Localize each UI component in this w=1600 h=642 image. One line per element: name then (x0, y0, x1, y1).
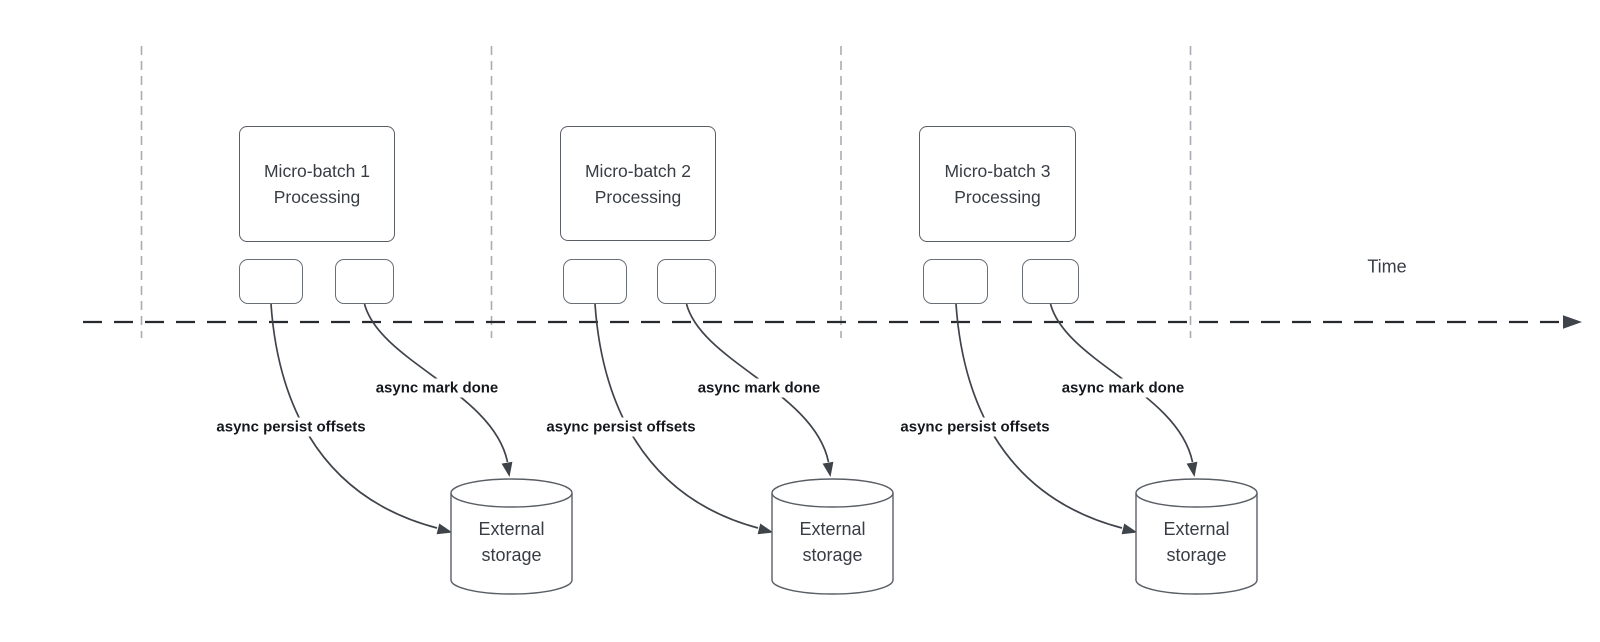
batch-3-persist-box (923, 259, 988, 304)
persist-arrow-2 (594, 303, 759, 529)
mark-done-label-1: async mark done (371, 378, 503, 398)
external-storage-label-1: External storage (478, 519, 545, 565)
persist-arrowhead-2-icon (757, 523, 774, 535)
mark-done-label-2: async mark done (693, 378, 825, 398)
external-storage-label-2: External storage (799, 519, 866, 565)
storage-cylinder-2 (771, 478, 894, 595)
mark-done-label-3: async mark done (1057, 378, 1189, 398)
micro-batch-1-box: Micro-batch 1 Processing (239, 126, 395, 242)
persist-offsets-label-2: async persist offsets (542, 417, 700, 437)
micro-batch-3-title: Micro-batch 3 Processing (944, 161, 1051, 207)
persist-arrowhead-3-icon (1121, 523, 1138, 535)
batch-2-persist-box (563, 259, 627, 304)
markdone-arrowhead-2-icon (822, 461, 834, 477)
batch-3-markdone-box (1022, 259, 1079, 304)
time-axis-arrowhead-icon (1563, 315, 1582, 329)
micro-batch-2-title: Micro-batch 2 Processing (584, 160, 691, 207)
markdone-arrowhead-3-icon (1186, 461, 1198, 477)
batch-2-markdone-box (657, 259, 716, 304)
persist-arrow-3 (955, 303, 1123, 529)
persist-offsets-label-3: async persist offsets (896, 417, 1054, 437)
micro-batch-3-box: Micro-batch 3 Processing (919, 126, 1076, 242)
time-axis-label: Time (1367, 256, 1407, 277)
persist-arrowhead-1-icon (436, 523, 453, 535)
storage-cylinder-1 (450, 478, 573, 595)
batch-1-persist-box (239, 259, 303, 304)
storage-cylinder-3 (1135, 478, 1258, 595)
persist-arrow-1 (270, 303, 438, 529)
external-storage-label-3: External storage (1163, 519, 1230, 565)
persist-offsets-label-1: async persist offsets (212, 417, 370, 437)
micro-batch-1-title: Micro-batch 1 Processing (263, 161, 370, 207)
batch-1-markdone-box (335, 259, 394, 304)
micro-batch-2-box: Micro-batch 2 Processing (560, 126, 716, 241)
markdone-arrowhead-1-icon (501, 461, 513, 477)
